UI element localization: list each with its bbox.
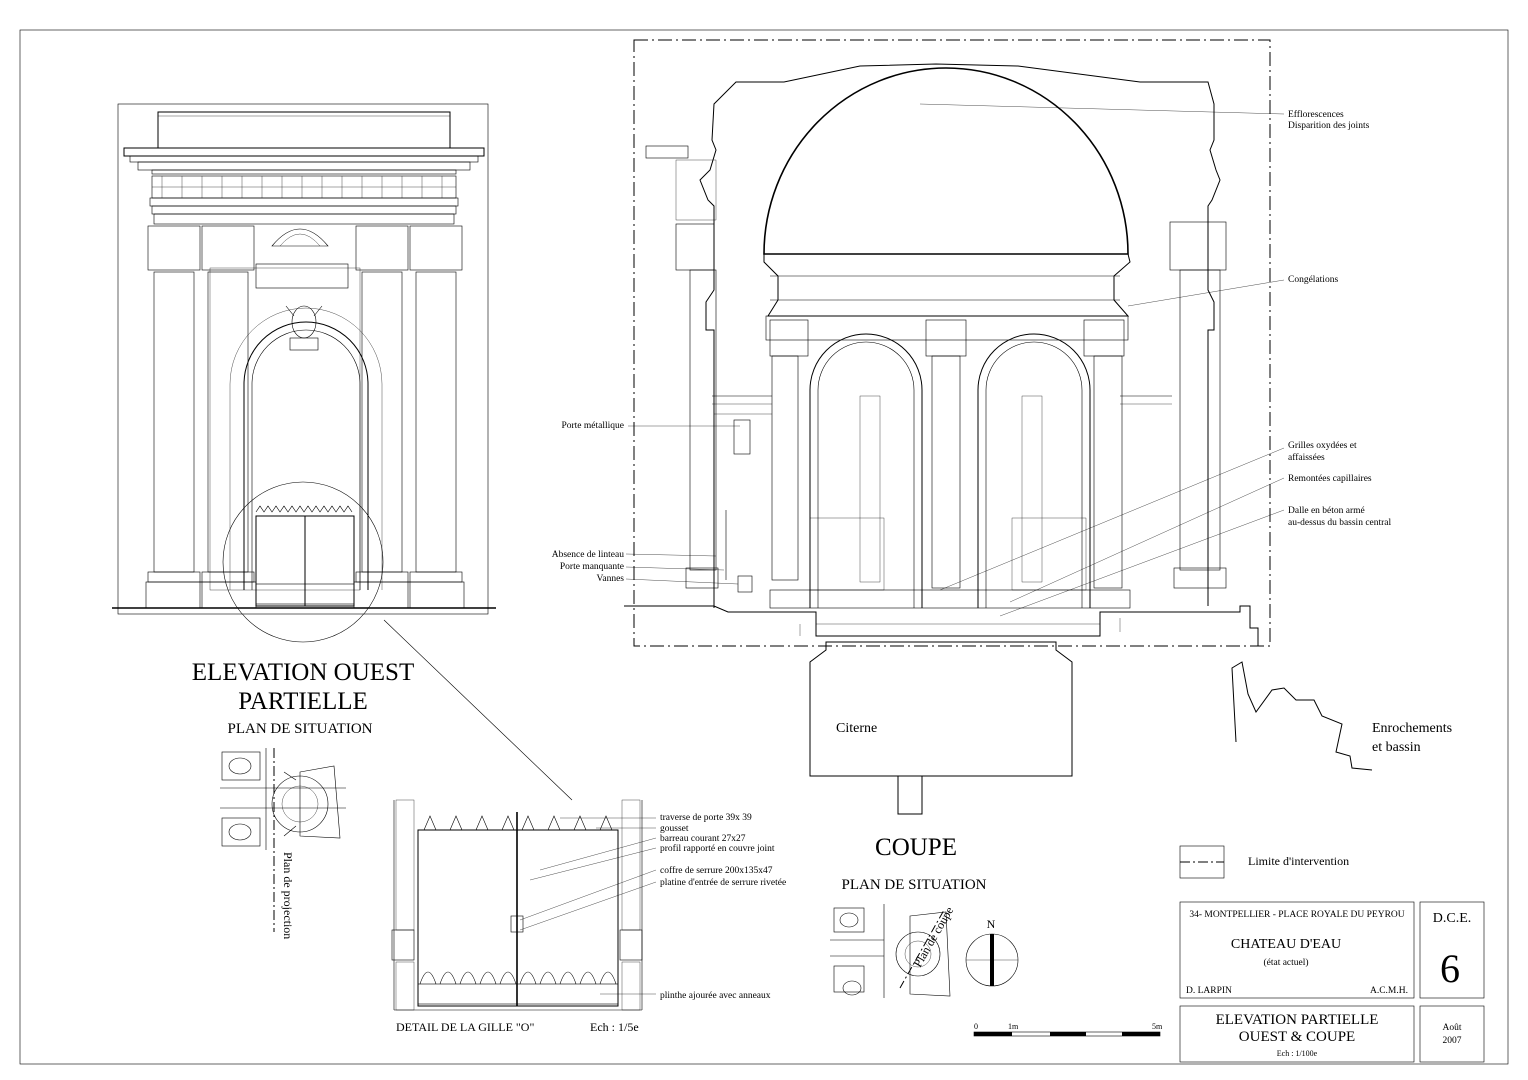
title-sheet-title-1: ELEVATION PARTIELLE xyxy=(1216,1012,1379,1028)
detail-scale: Ech : 1/5e xyxy=(590,1020,639,1034)
gate-detail xyxy=(391,799,657,1011)
detail-annotation-3: barreau courant 27x27 xyxy=(660,834,746,844)
coupe-annotation-dalle: Dalle en béton armé xyxy=(1288,506,1365,516)
bassin-label: et bassin xyxy=(1372,740,1421,755)
elevation-title: ELEVATION OUEST xyxy=(192,659,414,686)
title-phase: D.C.E. xyxy=(1433,911,1472,926)
title-location: 34- MONTPELLIER - PLACE ROYALE DU PEYROU xyxy=(1189,910,1404,920)
coupe-annotation-porte-metallique: Porte métallique xyxy=(561,421,624,431)
limit-of-intervention-frame xyxy=(633,39,1271,647)
plan-situation-right-title: PLAN DE SITUATION xyxy=(842,877,987,893)
title-date-year: 2007 xyxy=(1443,1036,1462,1046)
coupe-annotation-porte-manquante: Porte manquante xyxy=(560,562,624,572)
detail-annotation-5: coffre de serrure 200x135x47 xyxy=(660,865,773,876)
elevation-title-line2: PARTIELLE xyxy=(238,688,368,715)
elevation-frame xyxy=(117,103,489,615)
title-author: D. LARPIN xyxy=(1186,986,1232,996)
section-coupe xyxy=(624,39,1373,815)
coupe-annotation-efflorescences: Efflorescences xyxy=(1288,109,1344,120)
coupe-annotation-affaissees: affaissées xyxy=(1288,452,1325,463)
title-office: A.C.M.H. xyxy=(1370,986,1408,996)
site-plan-left xyxy=(220,748,346,932)
enrochements-label: Enrochements xyxy=(1372,721,1452,736)
scale-label-0: 0 xyxy=(974,1022,978,1031)
coupe-annotation-bassin-central: au-dessus du bassin central xyxy=(1288,518,1392,528)
citerne-label: Citerne xyxy=(836,721,877,736)
coupe-annotation-linteau: Absence de linteau xyxy=(552,550,625,560)
coupe-annotation-grilles: Grilles oxydées et xyxy=(1288,441,1357,451)
plan-coupe-label: Plan de coupe xyxy=(910,904,956,969)
north-label: N xyxy=(987,917,996,931)
title-block xyxy=(1179,901,1485,1063)
detail-annotation-6: platine d'entrée de serrure rivetée xyxy=(660,878,786,888)
coupe-annotation-congelations: Congélations xyxy=(1288,275,1338,285)
coupe-annotation-joints: Disparition des joints xyxy=(1288,121,1370,131)
title-sheet-number: 6 xyxy=(1440,946,1460,991)
west-gate xyxy=(255,505,355,607)
legend-label: Limite d'intervention xyxy=(1248,854,1349,868)
detail-title: DETAIL DE LA GILLE "O" xyxy=(396,1020,534,1034)
detail-annotation-7: plinthe ajourée avec anneaux xyxy=(660,991,771,1001)
legend xyxy=(1179,845,1225,879)
title-state: (état actuel) xyxy=(1263,957,1308,968)
detail-annotation-4: profil rapporté en couvre joint xyxy=(660,843,775,854)
detail-callout-circle xyxy=(222,481,384,643)
sheet-border xyxy=(19,29,1509,1065)
title-building: CHATEAU D'EAU xyxy=(1231,937,1341,952)
north-arrow xyxy=(965,933,1019,987)
plan-projection-label: Plan de projection xyxy=(281,852,295,939)
scale-bar xyxy=(973,1031,1161,1037)
columns-left xyxy=(145,225,465,609)
coupe-annotation-remontees: Remontées capillaires xyxy=(1288,474,1372,484)
detail-annotation-1: traverse de porte 39x 39 xyxy=(660,813,752,823)
title-date-month: Août xyxy=(1443,1023,1462,1033)
title-sheet-title-2: OUEST & COUPE xyxy=(1239,1029,1355,1045)
coupe-title: COUPE xyxy=(875,834,957,861)
plan-situation-left-title: PLAN DE SITUATION xyxy=(228,721,373,737)
site-plan-right xyxy=(830,904,951,998)
scale-label-1m: 1m xyxy=(1008,1022,1019,1031)
detail-annotation-2: gousset xyxy=(660,824,689,834)
west-elevation xyxy=(112,103,573,801)
title-sheet-scale: Ech : 1/100e xyxy=(1277,1049,1318,1058)
coupe-annotation-vannes: Vannes xyxy=(597,574,625,584)
scale-label-5m: 5m xyxy=(1152,1022,1163,1031)
